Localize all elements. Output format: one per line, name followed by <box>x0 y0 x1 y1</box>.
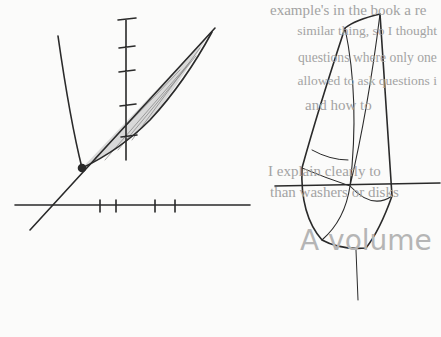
intersection-dot <box>79 165 86 172</box>
y-ticks <box>118 18 137 160</box>
line <box>30 28 215 230</box>
x-ticks <box>100 200 175 212</box>
bleed-through-text: I explain clearly to <box>268 163 381 180</box>
bleed-through-text: questions where only one <box>298 50 437 65</box>
hatching <box>95 48 200 160</box>
handwritten-note: A volume <box>300 226 432 257</box>
parabola <box>58 32 212 168</box>
solid-edges <box>322 14 392 240</box>
stray-stroke <box>356 250 358 300</box>
bleed-through-text: allowed to ask questions i <box>298 74 437 89</box>
solid-outline <box>302 14 392 248</box>
bleed-through-text: example's in the book a re <box>270 2 426 19</box>
bleed-through-text: than washers or disks <box>270 184 399 201</box>
bleed-through-text: similar thing, so I thought <box>297 24 437 39</box>
bleed-through-text: and how to <box>305 97 372 114</box>
x-axis <box>15 204 250 206</box>
